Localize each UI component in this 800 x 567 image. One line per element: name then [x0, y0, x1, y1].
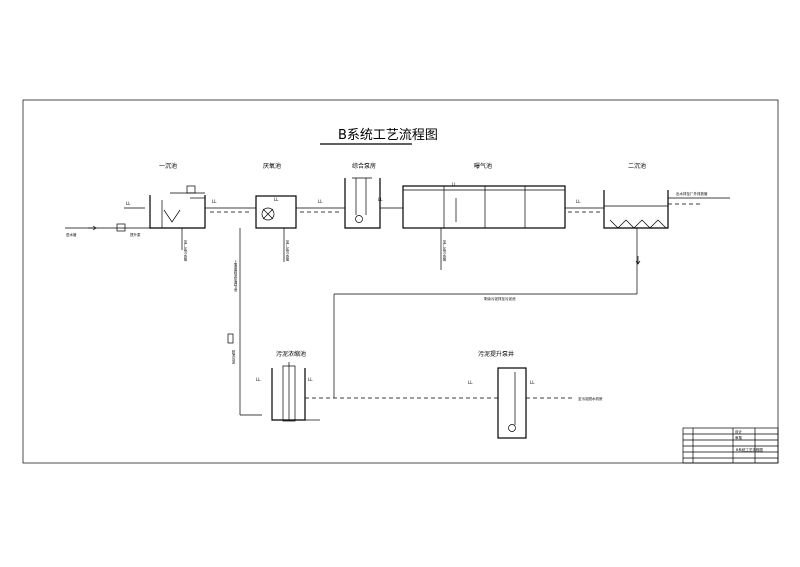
- title-block-row-label-2: 审核: [735, 435, 743, 440]
- drain-label-2: 至厂区污水管: [285, 240, 290, 262]
- reflux-note: 剩余污泥排至污泥池: [484, 296, 516, 301]
- level-label-1: LL: [126, 201, 131, 206]
- anoxic-mixer-x2: [262, 208, 274, 220]
- level-label-4: LL: [318, 199, 323, 204]
- level-label-6: LL: [452, 182, 457, 187]
- supernatant-valve: [227, 333, 234, 344]
- return-sludge-label: 回流污泥: [231, 350, 236, 365]
- aeration-tank: [402, 185, 566, 229]
- primary-tank: [149, 195, 206, 229]
- label-primary-tank: 一沉池: [159, 162, 177, 170]
- sludge-thickener: [271, 368, 306, 421]
- level-label-3: LL: [274, 197, 279, 202]
- anoxic-tank: [255, 195, 297, 229]
- level-label-5: LL: [378, 197, 383, 202]
- drain-label-1: 至厂区污水管: [183, 240, 188, 262]
- label-aeration-tank: 曝气池: [474, 162, 492, 170]
- return-arrow-head: [635, 260, 641, 265]
- supernatant-label: 上清液回流至调节池: [233, 259, 238, 292]
- sludge-lift-well: [497, 367, 527, 439]
- label-mixing-room: 综合泵房: [352, 162, 376, 170]
- lift-label: 提升泵: [130, 232, 141, 237]
- primary-weir-box: [186, 185, 196, 194]
- level-label-7: LL: [576, 199, 581, 204]
- mixing-pump: [355, 215, 363, 223]
- label-sludge-lift-well: 污泥提升泵井: [478, 350, 514, 358]
- level-label-8: LL: [256, 377, 261, 382]
- label-sludge-thickener: 污泥浓缩池: [276, 350, 306, 358]
- outlet-label: 至污泥脱水机房: [578, 396, 603, 401]
- anoxic-mixer: [261, 207, 275, 221]
- level-label-9: LL: [308, 377, 313, 382]
- secondary-hoppers: [609, 219, 667, 229]
- title-block-row-label-1: 设计: [735, 429, 743, 434]
- flow-arrow-in-head: [92, 225, 97, 231]
- primary-tank-hopper: [163, 209, 181, 223]
- diagram-title: B系统工艺流程图: [338, 128, 438, 143]
- drawing-frame: [22, 99, 779, 464]
- label-anoxic-tank: 厌氧池: [263, 162, 281, 170]
- level-label-2: LL: [212, 199, 217, 204]
- title-block: [682, 427, 779, 464]
- inlet-valve: [116, 223, 126, 232]
- level-label-11: LL: [530, 380, 535, 385]
- mixing-room: [344, 178, 381, 229]
- drain-label-3: 至厂区污水管: [442, 240, 447, 262]
- lift-pump: [508, 424, 516, 432]
- level-label-10: LL: [468, 380, 473, 385]
- secondary-tank: [603, 190, 669, 229]
- effluent-label: 出水排至厂外排放管: [676, 191, 708, 196]
- label-secondary-tank: 二沉池: [628, 162, 646, 170]
- title-block-name: B系统工艺流程图: [736, 447, 763, 452]
- inlet-label: 进水管: [66, 232, 77, 237]
